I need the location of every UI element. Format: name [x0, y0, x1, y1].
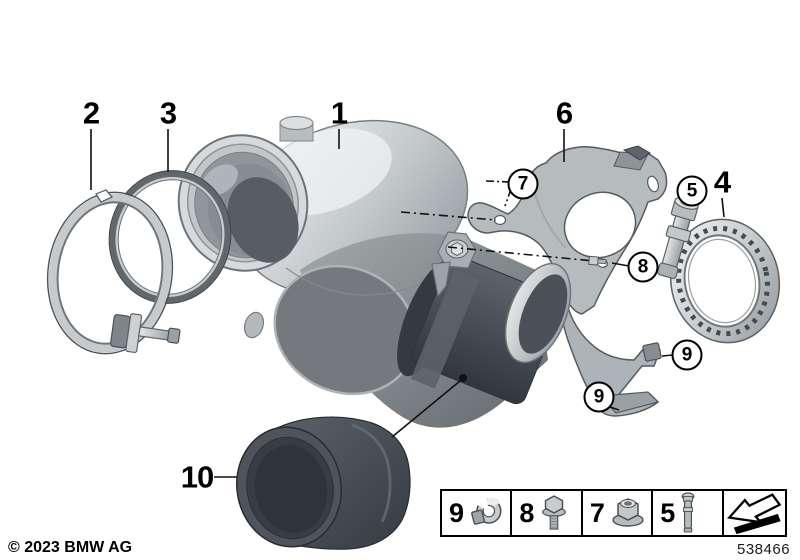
part-2-v-band-clamp	[46, 189, 181, 355]
callout-8[interactable]: 8	[627, 251, 659, 283]
callout-7[interactable]: 7	[507, 168, 539, 200]
callout-1[interactable]: 1	[330, 95, 348, 131]
hex-flange-bolt-icon	[542, 495, 567, 530]
legend-table: 9 8 7	[440, 489, 787, 537]
strap-side-clip	[642, 342, 662, 362]
callout-9a[interactable]: 9	[671, 339, 703, 371]
hex-flange-nut-icon	[612, 498, 644, 527]
direction-of-travel-arrow-icon	[727, 493, 782, 535]
stud-bolt-icon	[681, 491, 695, 533]
part-4-v-band-ring	[669, 218, 781, 344]
legend-cell-9[interactable]: 9	[442, 491, 513, 535]
callout-9b[interactable]: 9	[583, 381, 615, 413]
copyright-notice: © 2023 BMW AG	[8, 539, 133, 556]
callout-6[interactable]: 6	[555, 95, 573, 131]
legend-cell-8[interactable]: 8	[512, 491, 583, 535]
legend-cell-5[interactable]: 5	[653, 491, 724, 535]
callout-5[interactable]: 5	[676, 175, 708, 207]
drawing-number: 538466	[737, 541, 791, 558]
part-10-protective-cap	[235, 416, 411, 550]
leader-dot	[459, 374, 467, 382]
legend-cell-arrow	[724, 491, 785, 535]
callout-4[interactable]: 4	[713, 164, 731, 200]
callout-3[interactable]: 3	[159, 95, 177, 131]
small-bolt-glyph	[588, 255, 607, 266]
retaining-clip-icon	[470, 494, 502, 525]
legend-number-8: 8	[519, 497, 535, 528]
legend-number-9: 9	[449, 497, 465, 528]
part-1-catalytic-converter	[177, 115, 572, 428]
clamp-t-bolt	[109, 313, 181, 354]
legend-cell-7[interactable]: 7	[583, 491, 654, 535]
callout-2[interactable]: 2	[82, 95, 100, 131]
legend-number-7: 7	[589, 497, 605, 528]
callout-10[interactable]: 10	[180, 459, 214, 495]
legend-number-5: 5	[660, 497, 676, 528]
